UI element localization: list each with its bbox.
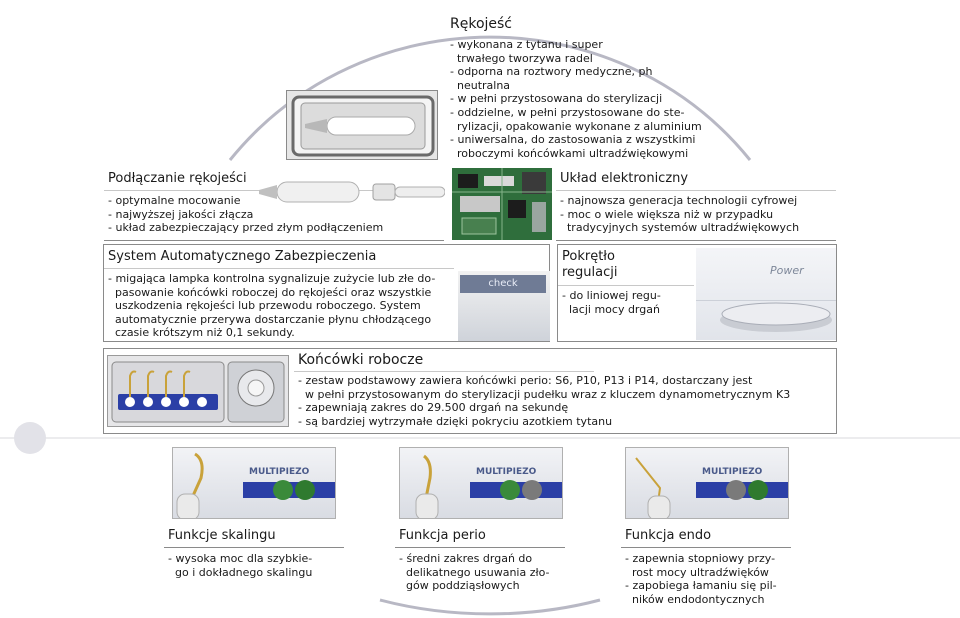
connection-line: - najwyższej jakości złącza (108, 207, 254, 221)
endo-device-label: MULTIPIEZO (702, 467, 763, 477)
function-scaling-line: - wysoka moc dla szybkie- (168, 552, 313, 565)
handle-line: - w pełni przystosowana do sterylizacji (450, 92, 663, 106)
function-perio-title: Funkcja perio (399, 528, 486, 543)
check-label: check (460, 275, 546, 293)
circuit-board-image (452, 168, 552, 240)
protection-line: - migająca lampka kontrolna sygnalizuje … (108, 272, 436, 285)
handle-line: - wykonana z tytanu i super (450, 38, 603, 51)
knob-panel: Pokrętło regulacji - do liniowej regu- l… (557, 244, 837, 342)
function-endo: Funkcja endo - zapewnia stopniowy przy- … (621, 528, 835, 606)
handle-line: neutralna (450, 78, 511, 92)
handle-line: - uniwersalna, do zastosowania z wszystk… (450, 133, 696, 147)
protection-panel: System Automatycznego Zabezpieczenia - m… (103, 244, 550, 342)
function-endo-line: - zapobiega łamaniu się pil- (625, 579, 777, 593)
protection-line: czasie krótszym niż 0,1 sekundy. (108, 326, 295, 340)
perio-device-image: MULTIPIEZO (399, 447, 563, 519)
function-endo-line: ników endodontycznych (625, 592, 765, 606)
handpiece-case-image (286, 90, 438, 160)
function-scaling: Funkcje skalingu - wysoka moc dla szybki… (164, 528, 368, 579)
handle-description: - wykonana z tytanu i super trwałego two… (450, 38, 702, 160)
electronics-line: - moc o wiele większa niż w przypadku (560, 207, 774, 221)
handle-title: Rękojeść (450, 16, 513, 32)
perio-device-label: MULTIPIEZO (476, 467, 537, 477)
check-indicator-image: check (458, 271, 550, 341)
scaling-device-label: MULTIPIEZO (249, 467, 310, 477)
electronics-line: tradycyjnych systemów ultradźwiękowych (560, 221, 800, 235)
knob-line: lacji mocy drgań (562, 302, 660, 316)
tips-line: w pełni przystosowanym do sterylizacji p… (298, 387, 791, 401)
knob-description: - do liniowej regu- lacji mocy drgań (562, 289, 661, 316)
handle-line: - odporna na roztwory medyczne, ph (450, 65, 653, 79)
function-endo-line: rost mocy ultradźwięków (625, 565, 769, 579)
function-scaling-line: go i dokładnego skalingu (168, 565, 313, 579)
function-perio-line: - średni zakres drgań do (399, 552, 533, 565)
electronics-description: - najnowsza generacja technologii cyfrow… (560, 194, 799, 235)
tips-panel: Końcówki robocze - zestaw podstawowy zaw… (103, 348, 837, 434)
function-endo-title: Funkcja endo (625, 528, 712, 543)
function-perio: Funkcja perio - średni zakres drgań do d… (395, 528, 599, 593)
tips-line: - zestaw podstawowy zawiera końcówki per… (298, 374, 753, 387)
function-scaling-title: Funkcje skalingu (168, 528, 276, 543)
connection-line: - optymalne mocowanie (108, 194, 241, 207)
handle-line: rylizacji, opakowanie wykonane z alumini… (450, 119, 702, 133)
protection-description: - migająca lampka kontrolna sygnalizuje … (108, 272, 435, 340)
tip-kit-image (107, 355, 289, 427)
handle-line: trwałego tworzywa radel (450, 51, 593, 65)
function-perio-line: gów poddziąsłowych (399, 579, 520, 593)
protection-line: uszkodzenia rękojeści lub przewodu roboc… (108, 299, 421, 313)
protection-line: automatycznie przerywa dostarczanie płyn… (108, 312, 432, 326)
connection-description: - optymalne mocowanie - najwyższej jakoś… (108, 194, 383, 235)
power-label: Power (770, 264, 804, 277)
tips-line: - są bardziej wytrzymałe dzięki pokryciu… (298, 414, 613, 428)
protection-line: pasowanie końcówki roboczej do rękojeści… (108, 285, 432, 299)
connection-line: - układ zabezpieczający przed złym podłą… (108, 221, 384, 235)
knob-title-line1: Pokrętło (562, 249, 615, 264)
knob-line: - do liniowej regu- (562, 289, 661, 302)
protection-title: System Automatycznego Zabezpieczenia (108, 249, 377, 264)
power-knob-image: Power (696, 248, 836, 340)
tips-description: - zestaw podstawowy zawiera końcówki per… (298, 374, 790, 428)
connection-title: Podłączanie rękojeści (108, 171, 247, 186)
electronics-title: Układ elektroniczny (560, 171, 689, 186)
function-endo-line: - zapewnia stopniowy przy- (625, 552, 776, 565)
endo-device-image: MULTIPIEZO (625, 447, 789, 519)
handle-line: roboczymi końcówkami ultradźwiękowymi (450, 146, 689, 160)
handle-line: - oddzielne, w pełni przystosowane do st… (450, 105, 685, 119)
tips-line: - zapewniają zakres do 29.500 drgań na s… (298, 401, 569, 415)
connector-image (255, 170, 445, 214)
knob-title-line2: regulacji (562, 265, 618, 280)
scaling-device-image: MULTIPIEZO (172, 447, 336, 519)
electronics-line: - najnowsza generacja technologii cyfrow… (560, 194, 798, 207)
function-perio-line: delikatnego usuwania zło- (399, 565, 550, 579)
tips-title: Końcówki robocze (298, 352, 424, 368)
